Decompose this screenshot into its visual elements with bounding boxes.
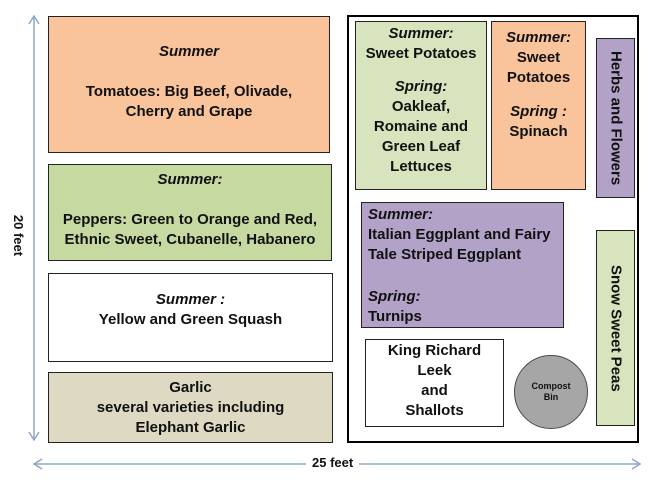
bed-squash: Summer : Yellow and Green Squash xyxy=(48,273,333,362)
squash-season: Summer : xyxy=(155,291,226,308)
bed-snow-peas: Snow Sweet Peas xyxy=(596,230,635,426)
height-dimension-arrow xyxy=(28,14,40,442)
lettuce-spring-crop-2: Romaine and xyxy=(373,118,469,135)
bed-eggplant: Summer: Italian Eggplant and Fairy Tale … xyxy=(361,202,564,328)
garlic-varieties-1: several varieties including xyxy=(96,399,285,416)
tomatoes-season: Summer xyxy=(158,43,220,60)
leek-crop-2: Leek xyxy=(417,362,452,379)
eggplant-summer-crop-2: Tale Striped Eggplant xyxy=(368,246,522,263)
lettuce-summer-season: Summer: xyxy=(388,25,454,42)
tomatoes-varieties-2: Cherry and Grape xyxy=(125,103,253,120)
bed-spinach: Summer: Sweet Potatoes Spring : Spinach xyxy=(491,21,586,190)
lettuce-spring-season: Spring: xyxy=(394,78,448,95)
peppers-varieties-2: Ethnic Sweet, Cubanelle, Habanero xyxy=(64,231,316,248)
bed-peppers: Summer: Peppers: Green to Orange and Red… xyxy=(48,164,332,261)
bed-tomatoes: Summer Tomatoes: Big Beef, Olivade, Cher… xyxy=(48,16,330,153)
eggplant-spring-season: Spring: xyxy=(368,288,421,305)
spinach-summer-crop-2: Potatoes xyxy=(506,69,571,86)
tomatoes-varieties-1: Tomatoes: Big Beef, Olivade, xyxy=(85,83,293,100)
leek-crop-1: King Richard xyxy=(387,342,482,359)
bed-lettuce: Summer: Sweet Potatoes Spring: Oakleaf, … xyxy=(355,21,487,190)
spinach-summer-season: Summer: xyxy=(505,29,572,46)
bed-leek-shallots: King Richard Leek and Shallots xyxy=(365,339,504,427)
bed-garlic: Garlic several varieties including Eleph… xyxy=(48,372,333,443)
lettuce-spring-crop-4: Lettuces xyxy=(390,158,452,175)
eggplant-spring-crop: Turnips xyxy=(368,308,422,325)
lettuce-spring-crop-3: Green Leaf xyxy=(381,138,461,155)
compost-bin: Compost Bin xyxy=(514,355,588,429)
eggplant-summer-crop-1: Italian Eggplant and Fairy xyxy=(368,226,551,243)
peppers-season: Summer: xyxy=(157,171,223,188)
spinach-spring-crop: Spinach xyxy=(509,123,568,140)
squash-varieties: Yellow and Green Squash xyxy=(98,311,283,328)
garlic-varieties-2: Elephant Garlic xyxy=(135,419,246,436)
leek-crop-4: Shallots xyxy=(405,402,464,419)
snow-peas-label: Snow Sweet Peas xyxy=(607,264,625,392)
right-garden-frame xyxy=(347,15,639,443)
spinach-spring-season: Spring : xyxy=(510,103,567,120)
lettuce-summer-crop: Sweet Potatoes xyxy=(365,45,477,62)
bed-herbs-flowers: Herbs and Flowers xyxy=(596,38,635,198)
eggplant-summer-season: Summer: xyxy=(368,206,434,223)
height-label: 20 feet xyxy=(11,212,27,259)
compost-bin-label: Compost Bin xyxy=(531,381,571,402)
spinach-summer-crop-1: Sweet xyxy=(516,49,561,66)
garlic-title: Garlic xyxy=(169,379,212,396)
lettuce-spring-crop-1: Oakleaf, xyxy=(391,98,451,115)
peppers-varieties-1: Peppers: Green to Orange and Red, xyxy=(62,211,318,228)
herbs-flowers-label: Herbs and Flowers xyxy=(607,50,625,186)
leek-crop-3: and xyxy=(421,382,448,399)
width-label: 25 feet xyxy=(306,455,360,470)
